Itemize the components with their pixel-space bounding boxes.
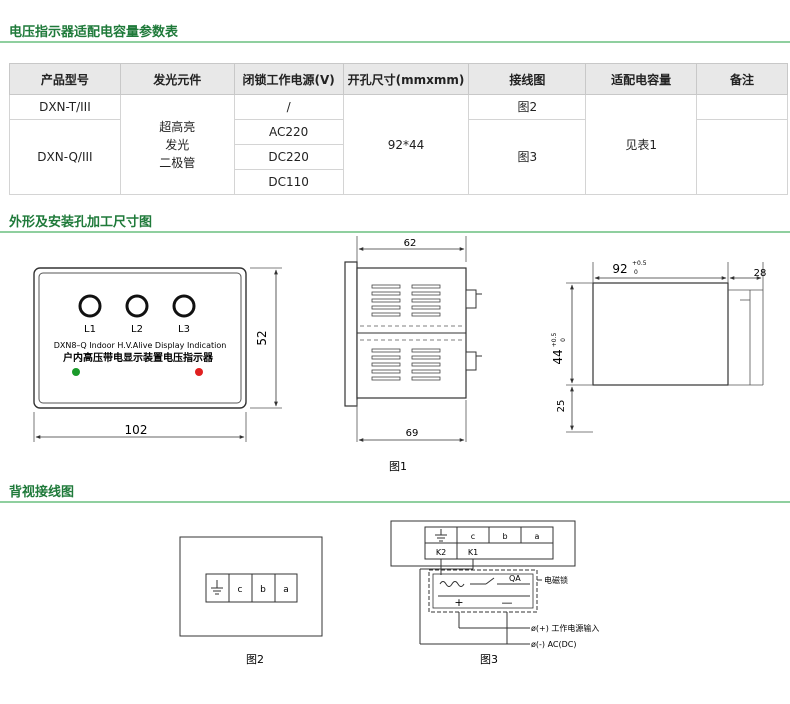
fig2-terminal-c: c xyxy=(238,585,243,595)
wiring-title: 背视接线图 xyxy=(9,485,75,500)
cell-model-1: DXN-T/III xyxy=(9,94,121,120)
dim-top-62: 62 xyxy=(404,238,417,249)
ground-icon xyxy=(211,580,223,595)
front-chinese-text: 户内高压带电显示装置电压指示器 xyxy=(62,351,214,364)
table-row: DXN-T/III 超高亮 发光 二极管 / 92*44 图2 见表1 xyxy=(9,94,788,195)
fig3-diagram: c b a K2 K1 QA + — 电磁锁 ø(+) 工作电源输入 ø(-) … xyxy=(390,520,599,666)
dim-height-tol-upper: +0.5 xyxy=(551,333,558,348)
header-model: 产品型号 xyxy=(9,63,121,95)
cell-remark-2 xyxy=(696,119,788,195)
fig3-terminal-a: a xyxy=(535,532,540,541)
dim-width-102: 102 xyxy=(125,423,148,437)
front-panel-inner xyxy=(38,272,242,404)
qa-label: QA xyxy=(509,574,521,583)
red-led-icon xyxy=(195,368,203,376)
fig2-diagram: c b a 图2 xyxy=(179,536,323,666)
coil-icon xyxy=(439,581,465,587)
header-light: 发光元件 xyxy=(119,63,235,95)
power-minus-label: ø(-) AC(DC) xyxy=(531,640,576,649)
ground-icon xyxy=(435,529,447,542)
fig2-terminal-a: a xyxy=(283,585,289,595)
header-hole-size: 开孔尺寸(mmxmm) xyxy=(342,63,470,95)
lamp-l1-label: L1 xyxy=(84,324,96,335)
lamp-l3-icon xyxy=(172,294,196,318)
table-row: DC110 xyxy=(10,169,788,195)
cell-light-source: 超高亮 发光 二极管 xyxy=(119,94,235,195)
dim-height-tol-lower: 0 xyxy=(560,338,567,342)
cell-lock-none: / xyxy=(233,94,344,120)
cell-wiring-2: 图3 xyxy=(468,119,587,195)
title-rule xyxy=(0,231,790,233)
table-header-row: 产品型号 发光元件 闭锁工作电源(V) 开孔尺寸(mmxmm) 接线图 适配电容… xyxy=(9,63,788,95)
light-line-3: 二极管 xyxy=(159,155,196,170)
fig2-terminal-b: b xyxy=(260,585,266,595)
fig3-terminal-c: c xyxy=(471,532,475,541)
fig3-terminal-k2: K2 xyxy=(436,548,446,557)
clip-lower xyxy=(465,351,477,371)
side-bezel xyxy=(344,261,358,407)
clip-upper xyxy=(465,289,477,309)
fig1-caption: 图1 xyxy=(389,460,407,473)
cutout-rect xyxy=(592,282,729,386)
fig3-terminal-k1: K1 xyxy=(468,548,478,557)
table-row: DXN-Q/III AC220 图3 xyxy=(9,119,788,195)
light-line-1: 超高亮 xyxy=(159,119,196,134)
dim-width-92: 92 xyxy=(612,262,627,276)
table-row: DC220 xyxy=(10,144,788,170)
dim-height-44: 44 xyxy=(551,349,565,364)
title-rule xyxy=(0,501,790,503)
dim-bottom-25: 25 xyxy=(556,400,567,413)
lamp-l3-label: L3 xyxy=(178,324,190,335)
dim-height-52: 52 xyxy=(255,330,269,345)
power-plus-label: ø(+) 工作电源输入 xyxy=(531,623,599,633)
minus-terminal: — xyxy=(502,596,513,609)
cell-remark-1 xyxy=(696,94,788,120)
dim-width-tol-upper: +0.5 xyxy=(632,260,647,267)
cell-lock-dc110: DC110 xyxy=(233,169,344,195)
lock-dashed-box xyxy=(428,569,538,613)
cell-capacity: 见表1 xyxy=(585,94,698,195)
dim-width-tol-lower: 0 xyxy=(634,269,638,276)
title-rule xyxy=(0,41,790,43)
cell-model-2: DXN-Q/III xyxy=(9,119,121,195)
cutout-view: 92 +0.5 0 28 44 +0.5 0 25 xyxy=(551,260,767,433)
plus-terminal: + xyxy=(454,596,463,609)
cell-hole-size: 92*44 xyxy=(342,94,470,195)
lock-inner-box xyxy=(432,573,534,609)
header-lock-power: 闭锁工作电源(V) xyxy=(233,63,344,95)
light-line-2: 发光 xyxy=(165,137,190,152)
dim-margin-28: 28 xyxy=(754,268,767,279)
side-view: 62 69 图1 xyxy=(344,236,482,473)
dim-bottom-69: 69 xyxy=(406,428,419,439)
lamp-l1-icon xyxy=(78,294,102,318)
front-english-text: DXN8–Q Indoor H.V.Alive Display Indicati… xyxy=(54,341,227,350)
cell-lock-ac220: AC220 xyxy=(233,119,344,145)
outline-title: 外形及安装孔加工尺寸图 xyxy=(9,215,153,230)
front-view: L1 L2 L3 DXN8–Q Indoor H.V.Alive Display… xyxy=(33,267,282,442)
lamp-l2-icon xyxy=(125,294,149,318)
cell-lock-dc220: DC220 xyxy=(233,144,344,170)
green-led-icon xyxy=(72,368,80,376)
spec-table: 产品型号 发光元件 闭锁工作电源(V) 开孔尺寸(mmxmm) 接线图 适配电容… xyxy=(9,63,788,195)
lamp-l2-label: L2 xyxy=(131,324,143,335)
fig2-caption: 图2 xyxy=(246,653,264,666)
fig3-terminal-b: b xyxy=(502,532,507,541)
lock-label: 电磁锁 xyxy=(544,575,568,585)
fig3-caption: 图3 xyxy=(480,653,498,666)
spec-table-title: 电压指示器适配电容量参数表 xyxy=(9,25,179,40)
front-panel-outer xyxy=(33,267,247,409)
header-remark: 备注 xyxy=(696,63,788,95)
header-wiring: 接线图 xyxy=(468,63,587,95)
